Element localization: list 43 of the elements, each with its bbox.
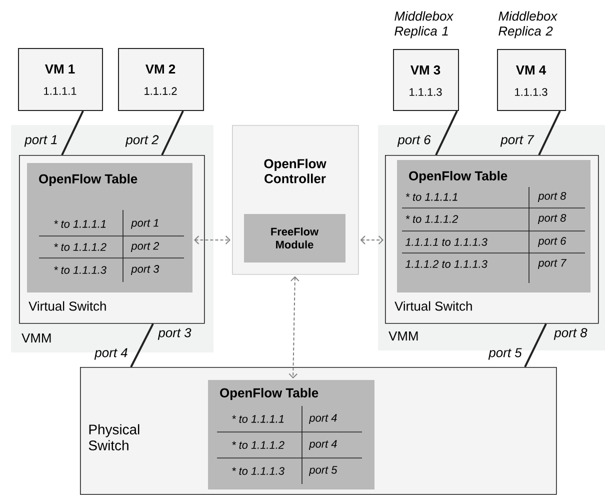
table-cell: * to 1.1.1.3 bbox=[232, 467, 284, 475]
replica-caption: Middlebox Replica 2 bbox=[498, 11, 558, 38]
replica-caption: Middlebox Replica 1 bbox=[394, 11, 454, 38]
table-cell: port 3 bbox=[130, 265, 160, 275]
vm-box: VM 2 1.1.1.2 bbox=[118, 48, 204, 111]
table-cell: port 8 bbox=[538, 192, 566, 202]
link-line bbox=[435, 110, 458, 156]
port-label: port 2 bbox=[125, 135, 159, 147]
table-cell: * to 1.1.1.1 bbox=[406, 193, 458, 201]
module-box: FreeFlow Module bbox=[244, 214, 346, 262]
link-line bbox=[161, 110, 184, 156]
table-cell: port 4 bbox=[308, 440, 337, 450]
vm-box: VM 3 1.1.1.3 bbox=[393, 49, 459, 111]
connector-arrow bbox=[360, 236, 384, 244]
table-cell: port 2 bbox=[130, 242, 160, 252]
port-label: port 6 bbox=[397, 135, 431, 147]
table-cell: port 5 bbox=[308, 466, 338, 476]
table-cell: * to 1.1.1.2 bbox=[232, 441, 284, 449]
link-line bbox=[130, 323, 154, 368]
port-label: port 3 bbox=[158, 328, 192, 340]
port-label: port 5 bbox=[488, 348, 522, 360]
table-cell: * to 1.1.1.1 bbox=[54, 220, 106, 228]
connector-arrow bbox=[194, 236, 230, 244]
table-cell: port 6 bbox=[538, 237, 566, 247]
vm-box: VM 1 1.1.1.1 bbox=[18, 48, 103, 111]
connector-arrow bbox=[288, 276, 300, 378]
link-line bbox=[538, 110, 561, 156]
vm-box: VM 4 1.1.1.3 bbox=[497, 49, 566, 111]
link-line bbox=[61, 110, 84, 156]
table-cell: port 4 bbox=[308, 414, 337, 424]
table-cell: port 1 bbox=[130, 219, 158, 229]
table-cell: 1.1.1.2 to 1.1.1.3 bbox=[405, 260, 488, 268]
link-line bbox=[524, 323, 547, 368]
table-cell: port 7 bbox=[538, 259, 567, 269]
table-cell: * to 1.1.1.1 bbox=[232, 415, 284, 423]
table-cell: * to 1.1.1.2 bbox=[406, 215, 458, 223]
port-label: port 8 bbox=[554, 328, 588, 340]
table-cell: * to 1.1.1.3 bbox=[54, 266, 106, 274]
table-cell: port 8 bbox=[538, 214, 566, 224]
port-label: port 1 bbox=[24, 135, 57, 147]
port-label: port 7 bbox=[500, 135, 534, 147]
table-cell: 1.1.1.1 to 1.1.1.3 bbox=[405, 238, 488, 246]
table-cell: * to 1.1.1.2 bbox=[54, 243, 106, 251]
